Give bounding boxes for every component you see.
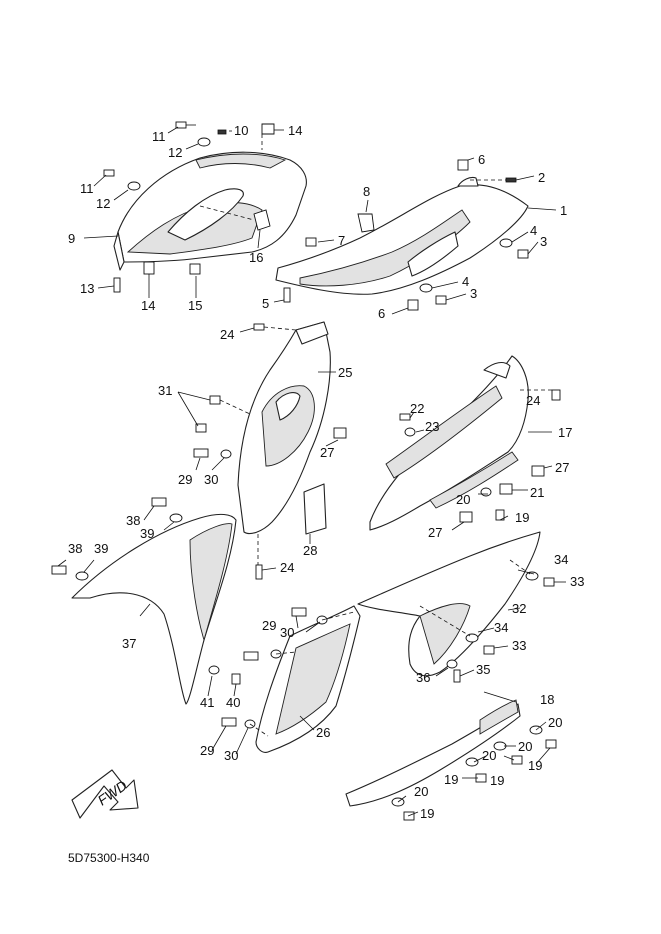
callout-12: 12 xyxy=(168,145,182,160)
callout-38: 38 xyxy=(126,513,140,528)
callout-28: 28 xyxy=(303,543,317,558)
callout-20: 20 xyxy=(414,784,428,799)
callout-34: 34 xyxy=(554,552,568,567)
callout-33: 33 xyxy=(570,574,584,589)
callout-19: 19 xyxy=(528,758,542,773)
callout-20: 20 xyxy=(548,715,562,730)
callout-7: 7 xyxy=(338,233,345,248)
callout-19: 19 xyxy=(444,772,458,787)
callout-34: 34 xyxy=(494,620,508,635)
callout-32: 32 xyxy=(512,601,526,616)
callout-10: 10 xyxy=(234,123,248,138)
part-18-bracket xyxy=(345,699,521,807)
part-28-plate xyxy=(303,483,327,535)
callout-41: 41 xyxy=(200,695,214,710)
callout-29: 29 xyxy=(262,618,276,633)
diagram-code: 5D75300-H340 xyxy=(68,851,150,865)
callout-29: 29 xyxy=(200,743,214,758)
callout-8: 8 xyxy=(363,184,370,199)
callout-20: 20 xyxy=(456,492,470,507)
callout-19: 19 xyxy=(490,773,504,788)
callout-3: 3 xyxy=(540,234,547,249)
part-1-side-cover xyxy=(275,176,529,295)
callout-21: 21 xyxy=(530,485,544,500)
callout-38: 38 xyxy=(68,541,82,556)
part-32-lower-cover xyxy=(357,531,541,677)
callout-20: 20 xyxy=(518,739,532,754)
callout-2: 2 xyxy=(538,170,545,185)
callout-11: 11 xyxy=(80,181,94,196)
callout-39: 39 xyxy=(94,541,108,556)
callout-26: 26 xyxy=(316,725,330,740)
part-26-lower-inner xyxy=(255,605,361,753)
callout-19: 19 xyxy=(420,806,434,821)
callout-30: 30 xyxy=(204,472,218,487)
callout-20: 20 xyxy=(482,748,496,763)
callout-30: 30 xyxy=(280,625,294,640)
callout-33: 33 xyxy=(512,638,526,653)
callout-37: 37 xyxy=(122,636,136,651)
callout-labels: 1 2 3 3 4 4 5 6 6 7 8 9 10 11 11 12 12 1… xyxy=(68,123,584,821)
callout-19: 19 xyxy=(515,510,529,525)
callout-27: 27 xyxy=(428,525,442,540)
callout-3: 3 xyxy=(470,286,477,301)
callout-17: 17 xyxy=(558,425,572,440)
callout-11: 11 xyxy=(152,129,166,144)
callout-24: 24 xyxy=(220,327,234,342)
callout-13: 13 xyxy=(80,281,94,296)
callout-25: 25 xyxy=(338,365,352,380)
part-25-inner-panel xyxy=(237,321,331,535)
callout-40: 40 xyxy=(226,695,240,710)
callout-14: 14 xyxy=(288,123,302,138)
callout-35: 35 xyxy=(476,662,490,677)
part-9-front-cowl xyxy=(113,151,307,271)
callout-27: 27 xyxy=(320,445,334,460)
callout-9: 9 xyxy=(68,231,75,246)
callout-30: 30 xyxy=(224,748,238,763)
callout-6: 6 xyxy=(478,152,485,167)
callout-5: 5 xyxy=(262,296,269,311)
callout-24: 24 xyxy=(526,393,540,408)
callout-22: 22 xyxy=(410,401,424,416)
callout-14: 14 xyxy=(141,298,155,313)
leader-lines xyxy=(57,126,566,817)
part-37-front-panel xyxy=(71,513,237,705)
callout-4: 4 xyxy=(462,274,469,289)
callout-18: 18 xyxy=(540,692,554,707)
callout-24: 24 xyxy=(280,560,294,575)
callout-39: 39 xyxy=(140,526,154,541)
callout-36: 36 xyxy=(416,670,430,685)
callout-23: 23 xyxy=(425,419,439,434)
callout-4: 4 xyxy=(530,223,537,238)
callout-31: 31 xyxy=(158,383,172,398)
callout-1: 1 xyxy=(560,203,567,218)
part-17-side-panel xyxy=(369,355,529,531)
callout-16: 16 xyxy=(249,250,263,265)
fwd-arrow-icon: FWD xyxy=(71,769,139,819)
callout-29: 29 xyxy=(178,472,192,487)
callout-15: 15 xyxy=(188,298,202,313)
callout-27: 27 xyxy=(555,460,569,475)
callout-12: 12 xyxy=(96,196,110,211)
callout-6: 6 xyxy=(378,306,385,321)
